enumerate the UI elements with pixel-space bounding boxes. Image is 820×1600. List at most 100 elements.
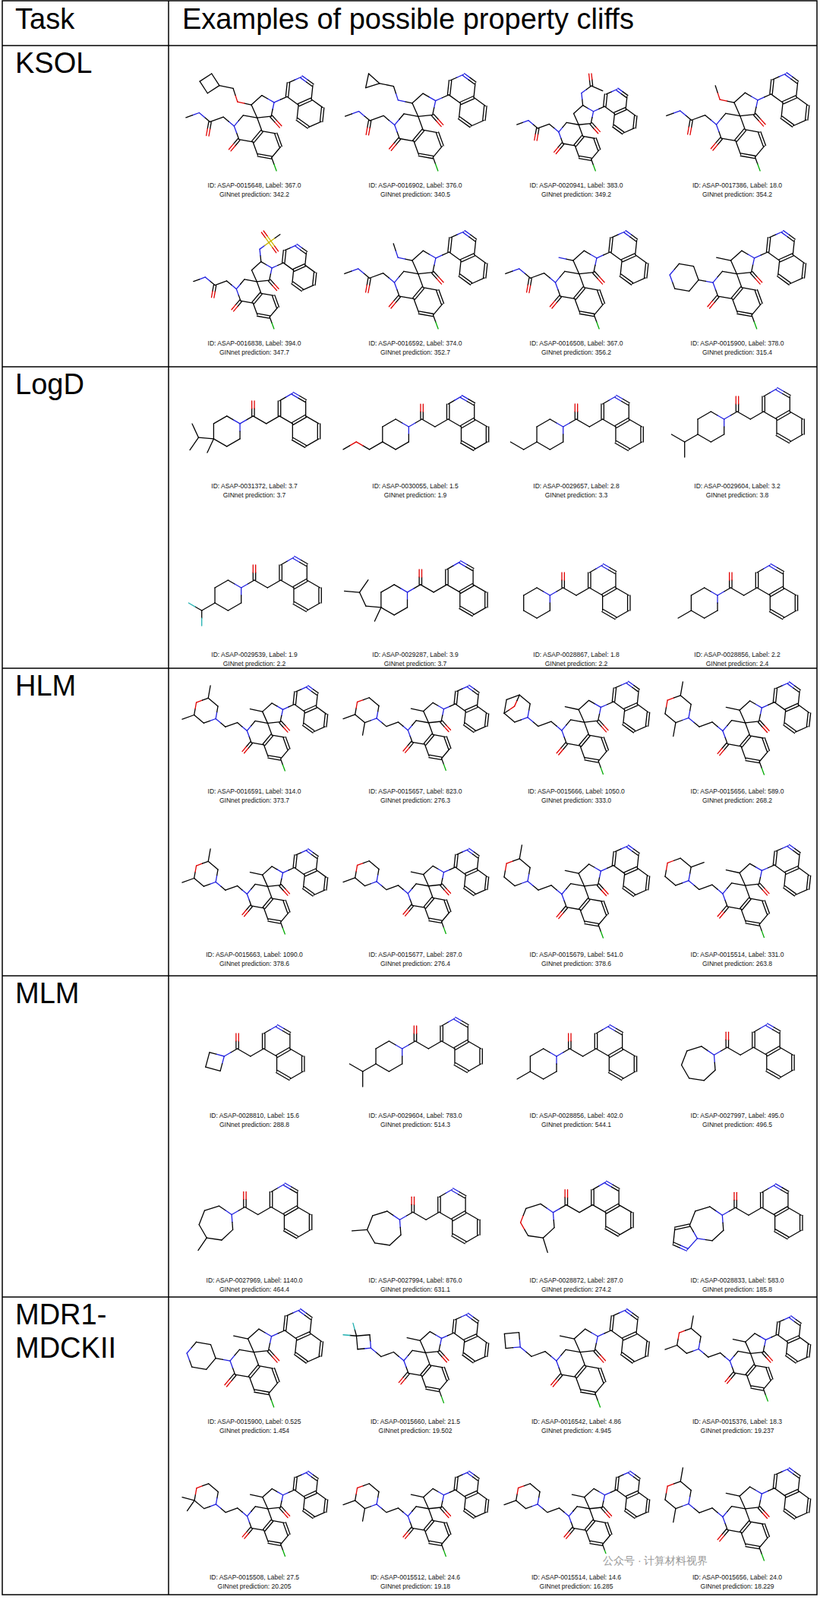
bond-line xyxy=(276,1026,284,1031)
bond-line xyxy=(555,282,558,290)
bond-line xyxy=(482,105,485,120)
bond-line xyxy=(277,869,283,873)
bond-line xyxy=(463,888,474,896)
bond-line xyxy=(769,237,771,253)
bond-line xyxy=(578,123,591,126)
bond-line xyxy=(356,1334,369,1337)
bond-line xyxy=(468,79,475,85)
bond-line xyxy=(579,1204,593,1213)
bond-line xyxy=(703,1069,716,1081)
bond-line xyxy=(584,722,590,735)
bond-line xyxy=(418,155,433,158)
bond-line xyxy=(618,88,624,92)
bond-line xyxy=(434,258,436,265)
bond-line xyxy=(583,1048,597,1057)
bond-line xyxy=(454,1064,467,1073)
molecule-structure xyxy=(343,1312,489,1403)
bond-line xyxy=(722,271,737,274)
bond-line xyxy=(566,719,571,726)
bond-line xyxy=(362,1063,376,1072)
bond-line xyxy=(601,738,606,751)
bond-line xyxy=(517,694,520,701)
bond-line xyxy=(306,564,308,581)
bond-line xyxy=(754,1333,761,1337)
bond-line xyxy=(283,890,288,896)
bond-line xyxy=(640,426,641,442)
bond-line xyxy=(740,116,746,130)
bond-line xyxy=(406,592,408,600)
bond-line xyxy=(454,1048,455,1064)
bond-line xyxy=(257,313,270,316)
bond-line xyxy=(432,145,442,158)
bond-line xyxy=(201,861,209,864)
bond-line xyxy=(727,883,732,889)
bond-line xyxy=(543,1048,551,1053)
bond-line xyxy=(615,397,622,401)
bond-line xyxy=(316,870,327,878)
bond-line xyxy=(365,284,368,292)
bond-line xyxy=(751,315,754,322)
bond-line xyxy=(648,876,650,890)
bond-line xyxy=(397,257,405,259)
bond-line xyxy=(697,411,711,420)
bond-line xyxy=(251,742,264,745)
bond-line xyxy=(262,874,269,887)
bond-line xyxy=(205,1052,210,1067)
bond-line xyxy=(254,580,268,588)
bond-line xyxy=(630,1212,631,1228)
bond-line xyxy=(561,1349,566,1355)
bond-line xyxy=(775,435,789,443)
bond-line xyxy=(211,73,220,86)
bond-line xyxy=(610,252,623,261)
bond-line xyxy=(460,418,474,426)
bond-line xyxy=(528,1235,544,1238)
bond-line xyxy=(636,1318,638,1333)
bond-line xyxy=(208,685,211,698)
bond-line xyxy=(463,1334,477,1340)
bond-line xyxy=(428,886,433,899)
bond-line xyxy=(751,96,758,101)
bond-line xyxy=(671,434,685,442)
bond-line xyxy=(374,607,381,622)
bond-line xyxy=(607,701,614,705)
bond-line xyxy=(367,1215,373,1230)
bond-line xyxy=(403,746,407,751)
bond-line xyxy=(794,889,808,895)
bond-line xyxy=(280,561,288,565)
bond-line xyxy=(724,415,732,420)
bond-line xyxy=(600,403,602,420)
bond-line xyxy=(388,1040,396,1045)
bond-line xyxy=(369,278,372,286)
bond-line xyxy=(285,82,287,98)
bond-line xyxy=(444,726,449,732)
bond-line xyxy=(228,144,234,150)
bond-line xyxy=(577,403,578,412)
bond-line xyxy=(579,155,592,158)
bond-line xyxy=(725,870,740,874)
bond-line xyxy=(350,441,357,446)
bond-line xyxy=(209,882,216,885)
bond-line xyxy=(395,1044,403,1049)
bond-line xyxy=(561,730,565,738)
bond-line xyxy=(252,302,258,316)
bond-line xyxy=(644,263,647,278)
bond-line xyxy=(725,1039,726,1048)
bond-line xyxy=(446,899,451,912)
bond-line xyxy=(292,270,294,283)
bond-line xyxy=(760,131,767,146)
bond-line xyxy=(412,720,417,726)
bond-line xyxy=(555,1373,561,1379)
bond-line xyxy=(609,1315,612,1331)
bond-line xyxy=(282,927,285,934)
bond-line xyxy=(750,273,755,279)
bond-line xyxy=(268,98,275,103)
bond-line xyxy=(597,1400,600,1407)
molecule-structure xyxy=(523,564,631,620)
bond-line xyxy=(715,85,718,93)
bond-line xyxy=(600,931,603,939)
bond-line xyxy=(413,129,423,141)
bond-line xyxy=(251,720,256,726)
bond-line xyxy=(296,1191,298,1207)
bond-line xyxy=(723,426,725,435)
bond-line xyxy=(450,237,452,253)
